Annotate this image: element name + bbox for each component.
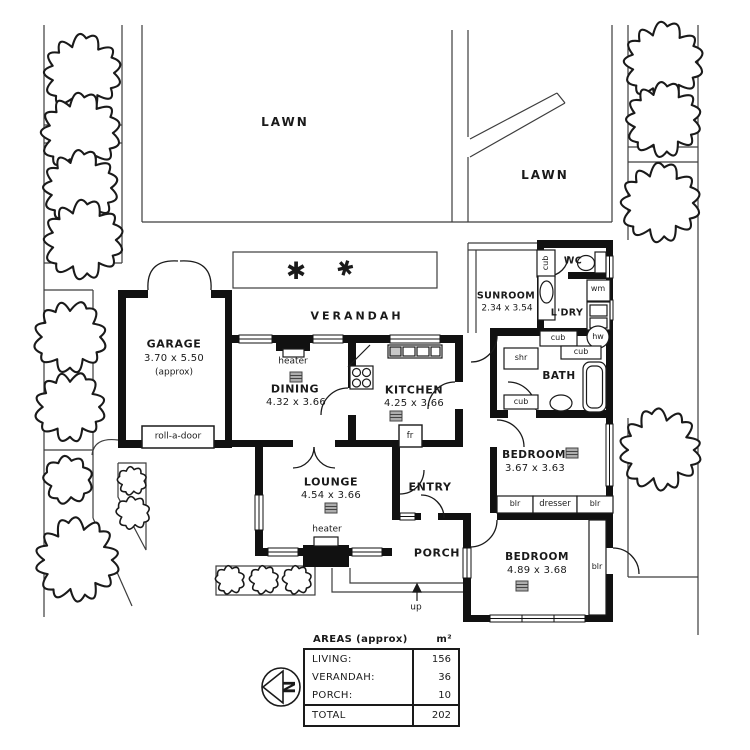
- fixtures: [141, 249, 614, 616]
- roll-a-door-label: roll-a-door: [154, 431, 202, 442]
- cupboard-label-vertical: cub: [541, 255, 550, 271]
- room-label-wc: WC: [563, 255, 583, 267]
- tree: [33, 301, 107, 374]
- tree: [42, 198, 124, 281]
- cupboard-label-b: cub: [573, 347, 589, 356]
- garage-door-arc-left: [147, 260, 179, 291]
- room-dims-kitchen: 4.25 x 3.66: [383, 398, 445, 409]
- room-label-bedroom1: BEDROOM: [502, 448, 566, 461]
- lawn-label-2: LAWN: [521, 168, 569, 182]
- lounge-heater-unit: [303, 545, 349, 567]
- table-row: VERANDAH: 36: [305, 668, 458, 686]
- room-label-laundry: L'DRY: [550, 307, 584, 319]
- garage-approx-note: (approx): [154, 367, 194, 378]
- room-label-lounge: LOUNGE: [303, 475, 359, 489]
- north-compass: [261, 667, 301, 707]
- area-row-value: 10: [438, 689, 451, 701]
- cupboard-c: [503, 394, 539, 410]
- area-row-label: LIVING:: [305, 650, 414, 668]
- cupboard-label-a: cub: [550, 333, 566, 342]
- fridge-label: fr: [406, 430, 414, 441]
- room-label-sunroom: SUNROOM: [476, 290, 536, 302]
- north-label: N: [280, 680, 299, 694]
- tree: [35, 516, 120, 603]
- bush: [115, 495, 150, 530]
- tree: [34, 372, 106, 443]
- cupboard-label-c: cub: [513, 397, 529, 406]
- robe-2: [576, 495, 614, 514]
- corner-bench: [347, 344, 371, 368]
- basin: [549, 394, 573, 412]
- room-dims-bedroom1: 3.67 x 3.63: [504, 463, 566, 474]
- areas-table-title: AREAS (approx): [313, 634, 408, 645]
- area-row-value: 156: [431, 653, 451, 665]
- robe-label-3: blr: [591, 562, 603, 571]
- area-row-label: PORCH:: [305, 686, 414, 704]
- toilet-cistern: [594, 251, 607, 274]
- verandah-label: VERANDAH: [310, 309, 404, 323]
- room-label-porch: PORCH: [413, 546, 461, 560]
- robe-label-2: blr: [589, 499, 601, 508]
- bush: [281, 564, 312, 595]
- fridge: [398, 424, 423, 448]
- robe-3: [588, 519, 607, 616]
- bush: [116, 465, 147, 496]
- room-dims-lounge: 4.54 x 3.66: [300, 490, 362, 501]
- room-dims-bedroom2: 4.89 x 3.68: [506, 565, 568, 576]
- robe-label-1: blr: [509, 499, 521, 508]
- tree: [625, 81, 702, 158]
- areas-table: AREAS (approx) m² LIVING: 156 VERANDAH: …: [303, 634, 460, 727]
- shower: [503, 347, 539, 370]
- floor-vents: [289, 371, 579, 592]
- room-label-kitchen: KITCHEN: [384, 383, 444, 397]
- room-label-bath: BATH: [542, 369, 576, 382]
- areas-table-unit: m²: [436, 634, 452, 645]
- room-label-dining: DINING: [270, 382, 320, 396]
- table-row: LIVING: 156: [305, 650, 458, 668]
- room-dims-dining: 4.32 x 3.66: [265, 397, 327, 408]
- room-label-bedroom2: BEDROOM: [505, 550, 569, 563]
- bush: [248, 564, 279, 595]
- door-arcs: [147, 255, 640, 575]
- tree: [42, 454, 93, 505]
- room-dims-sunroom: 2.34 x 3.54: [481, 303, 533, 314]
- room-dims-garage: 3.70 x 5.50: [143, 353, 205, 364]
- lounge-heater-label: heater: [312, 524, 342, 535]
- table-row: PORCH: 10: [305, 686, 458, 704]
- lawn-label: LAWN: [261, 115, 309, 129]
- up-label: up: [410, 602, 422, 613]
- up-arrow: [412, 582, 422, 601]
- washing-machine-label: wm: [590, 284, 606, 293]
- plant-icon: ✱: [285, 257, 307, 285]
- dining-heater-unit: [276, 335, 310, 351]
- cupboard-a: [539, 330, 578, 347]
- tree: [619, 407, 702, 492]
- total-value: 202: [431, 710, 451, 721]
- cupboard-b: [560, 345, 602, 360]
- hot-water-label: hw: [592, 332, 604, 341]
- area-row-label: VERANDAH:: [305, 668, 414, 686]
- tree: [619, 161, 701, 244]
- total-label: TOTAL: [305, 706, 414, 725]
- dresser-label: dresser: [539, 498, 571, 509]
- dining-hearth: [282, 348, 305, 358]
- lounge-hearth: [313, 536, 339, 547]
- dining-heater-label: heater: [278, 356, 308, 367]
- toilet-bowl: [576, 254, 596, 272]
- roll-a-door-box: [141, 425, 215, 449]
- table-row-total: TOTAL 202: [305, 704, 458, 725]
- shower-label: shr: [514, 353, 528, 362]
- garage-door-arc-right: [179, 260, 212, 291]
- tree: [42, 32, 122, 113]
- bush: [214, 564, 245, 595]
- washing-machine: [586, 279, 611, 302]
- trees: [33, 20, 704, 603]
- room-label-garage: GARAGE: [146, 337, 202, 351]
- room-label-entry: ENTRY: [408, 480, 452, 494]
- area-row-value: 36: [438, 671, 451, 683]
